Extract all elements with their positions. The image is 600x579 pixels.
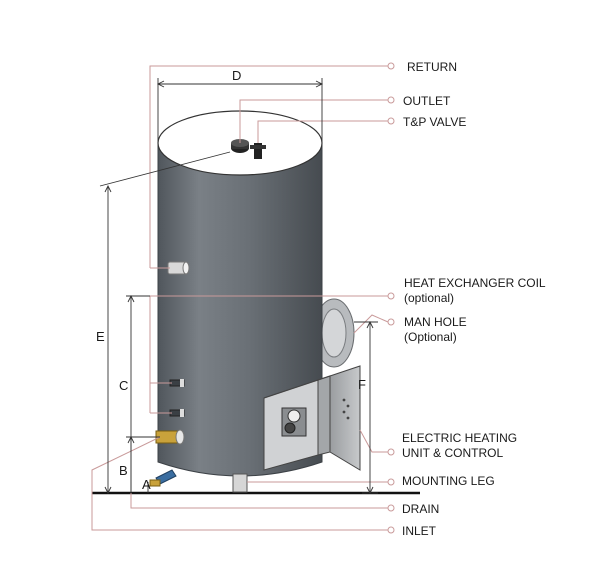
- leader-return: [149, 65, 388, 268]
- label-electric-heating-line1: ELECTRIC HEATING: [402, 431, 518, 445]
- dimension-c: C: [119, 378, 129, 393]
- leader-lines: [91, 62, 395, 534]
- leader-man-hole: [353, 314, 389, 334]
- tp-valve-fitting: [250, 143, 266, 159]
- drain-fitting: [149, 469, 177, 487]
- heat-exchanger-fitting-bottom: [169, 409, 185, 417]
- label-return: RETURN: [407, 60, 457, 74]
- dimension-e: E: [96, 329, 105, 344]
- dimension-d: D: [232, 68, 242, 83]
- label-inlet: INLET: [402, 524, 437, 538]
- dimension-a: A: [142, 477, 151, 492]
- label-man-hole-line2: (Optional): [404, 330, 457, 344]
- label-tp-valve: T&P VALVE: [403, 115, 467, 129]
- label-outlet: OUTLET: [403, 94, 451, 108]
- heat-exchanger-fitting-top: [169, 379, 185, 387]
- return-fitting: [167, 261, 190, 275]
- leader-drain: [130, 482, 388, 509]
- label-mounting-leg: MOUNTING LEG: [402, 474, 495, 488]
- label-electric-heating-line2: UNIT & CONTROL: [402, 446, 504, 460]
- leader-tp-valve: [257, 120, 388, 143]
- leader-outlet: [239, 99, 388, 143]
- dimension-b: B: [119, 463, 128, 478]
- label-man-hole-line1: MAN HOLE: [404, 315, 467, 329]
- dimension-f: F: [358, 377, 366, 392]
- leader-electric-heating: [359, 429, 388, 453]
- electric-heating-unit: [263, 365, 361, 471]
- leader-inlet: [91, 436, 388, 531]
- label-drain: DRAIN: [402, 502, 440, 516]
- inlet-fitting: [155, 429, 185, 445]
- label-heat-exchanger-line2: (optional): [404, 291, 455, 305]
- man-hole: [313, 298, 355, 368]
- mounting-leg: [232, 473, 248, 493]
- dimension-lines: [99, 78, 378, 495]
- label-heat-exchanger-line1: HEAT EXCHANGER COIL: [404, 276, 546, 290]
